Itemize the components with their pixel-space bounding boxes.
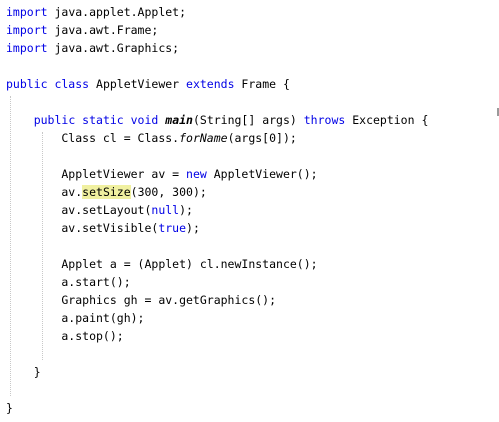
code-text: Class cl = Class. (6, 131, 180, 145)
keyword: extends (186, 77, 235, 91)
method-name: main (165, 113, 193, 127)
indent-guide-method (42, 132, 43, 360)
code-text: (300, 300); (130, 185, 207, 199)
code-line-get-graphics[interactable]: Graphics gh = av.getGraphics(); (6, 293, 277, 307)
static-method-call: forName (179, 131, 228, 145)
code-line-class-declaration[interactable]: public class AppletViewer extends Frame … (6, 75, 290, 93)
indent-guide-class (10, 96, 11, 396)
code-line-import-applet[interactable]: import java.applet.Applet; (6, 3, 186, 21)
code-line-import-graphics[interactable]: import java.awt.Graphics; (6, 39, 179, 57)
class-name: AppletViewer (89, 77, 187, 91)
code-line-start[interactable]: a.start(); (6, 275, 131, 289)
keyword: import (6, 41, 48, 55)
code-text: av.setVisible( (6, 221, 159, 235)
code-line-setsize[interactable]: av.setSize(300, 300); (6, 183, 207, 201)
keyword: public static void (33, 113, 159, 127)
keyword: throws (303, 113, 346, 127)
code-text: Exception { (345, 113, 429, 127)
keyword: import (6, 23, 48, 37)
code-line-setlayout[interactable]: av.setLayout(null); (6, 201, 193, 219)
code-text: ); (179, 203, 193, 217)
indent (6, 113, 34, 127)
code-line-close-class[interactable]: } (6, 401, 13, 415)
code-line-setvisible[interactable]: av.setVisible(true); (6, 219, 200, 237)
code-line-paint[interactable]: a.paint(gh); (6, 311, 145, 325)
code-text: (String[] args) (192, 113, 304, 127)
highlighted-occurrence: setSize (82, 185, 131, 199)
code-text: java.awt.Graphics; (47, 41, 180, 55)
code-line-new-instance[interactable]: Applet a = (Applet) cl.newInstance(); (6, 257, 318, 271)
code-text: AppletViewer(); (206, 167, 318, 181)
code-text: (args[0]); (227, 131, 297, 145)
code-text: java.awt.Frame; (47, 23, 159, 37)
code-text: Frame { (234, 77, 290, 91)
keyword: public class (6, 77, 90, 91)
keyword: true (158, 221, 187, 235)
code-line-main-declaration[interactable]: public static void main(String[] args) t… (6, 111, 429, 129)
scroll-edge-marker (497, 108, 499, 116)
code-line-stop[interactable]: a.stop(); (6, 329, 124, 343)
keyword: null (151, 203, 180, 217)
keyword: import (6, 5, 48, 19)
keyword: new (186, 167, 207, 181)
code-text: AppletViewer av = (6, 167, 187, 181)
code-line-new-viewer[interactable]: AppletViewer av = new AppletViewer(); (6, 165, 318, 183)
code-line-class-forname[interactable]: Class cl = Class.forName(args[0]); (6, 129, 297, 147)
code-line-import-frame[interactable]: import java.awt.Frame; (6, 21, 158, 39)
code-text: ); (186, 221, 200, 235)
code-text: av.setLayout( (6, 203, 152, 217)
code-line-close-method[interactable]: } (6, 365, 41, 379)
code-text: java.applet.Applet; (47, 5, 187, 19)
code-text: av. (6, 185, 83, 199)
